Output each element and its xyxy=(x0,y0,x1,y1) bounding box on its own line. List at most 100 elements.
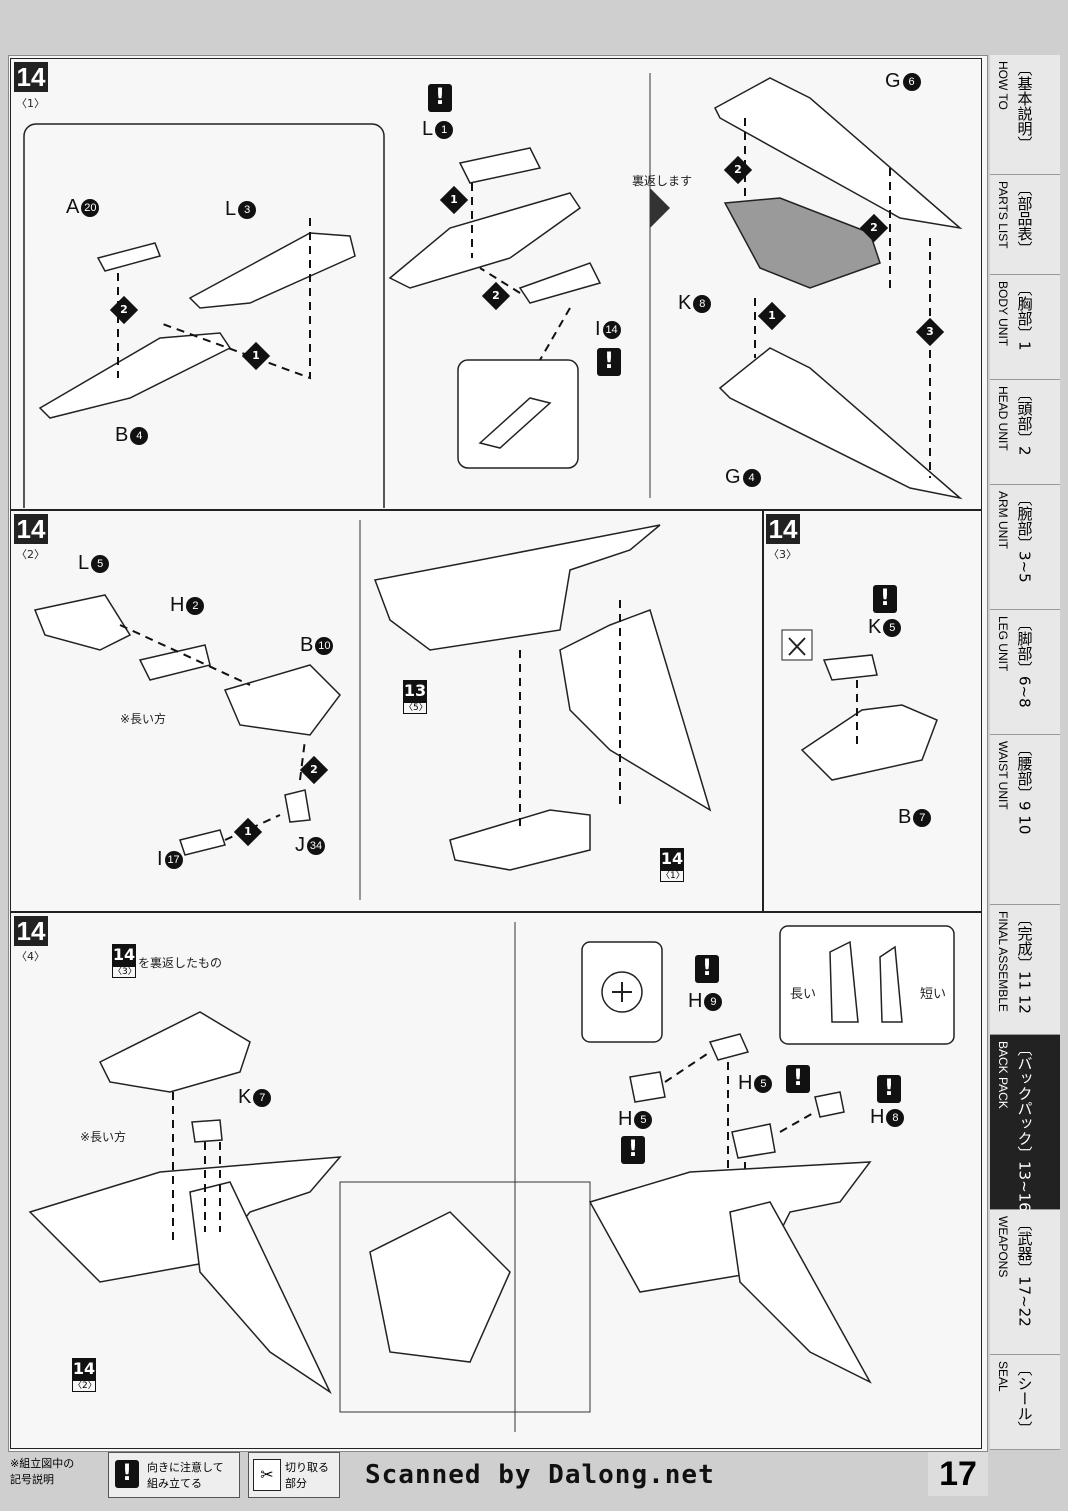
tab-leg-unit[interactable]: 〔脚部〕6~8 LEG UNIT xyxy=(990,610,1060,735)
nipper-icon: ✂ xyxy=(253,1459,281,1491)
sequence-marker-2: 2 xyxy=(723,155,753,185)
panel-step-14-1 xyxy=(10,58,982,510)
tab-label-en: WAIST UNIT xyxy=(996,741,1010,810)
legend-warning: ! 向きに注意して 組み立てる xyxy=(108,1452,240,1498)
tab-label: 〔バックパック〕13~16 xyxy=(1015,1041,1034,1212)
tab-how-to[interactable]: 〔基本説明〕 HOW TO xyxy=(990,55,1060,175)
section-tabs: 〔基本説明〕 HOW TO 〔部品表〕 PARTS LIST 〔胸部〕1 BOD… xyxy=(990,55,1060,1450)
diagram-step-14-3 xyxy=(781,629,938,781)
panel-step-14-4 xyxy=(10,912,982,1449)
sequence-marker-1: 1 xyxy=(757,301,787,331)
warning-icon: ! xyxy=(695,955,719,983)
tab-label: 〔完成〕11 12 xyxy=(1015,911,1034,1014)
sequence-marker-2: 2 xyxy=(299,755,329,785)
step-number-14-4: 14 xyxy=(14,916,48,946)
warning-icon: ! xyxy=(873,585,897,613)
long-side-note: ※長い方 xyxy=(80,1130,127,1144)
tab-back-pack[interactable]: 〔バックパック〕13~16 BACK PACK xyxy=(990,1035,1060,1212)
flipped-reference-note: を裏返したもの xyxy=(138,956,223,970)
warning-icon: ! xyxy=(597,348,621,376)
step-sub-14-4: 〈4〉 xyxy=(16,950,45,963)
warning-icon: ! xyxy=(786,1065,810,1093)
long-length-label: 長い xyxy=(790,987,817,1002)
legend-title-line: 記号説明 xyxy=(10,1473,54,1486)
legend-cut-text: 切り取る xyxy=(285,1461,329,1474)
tab-parts-list[interactable]: 〔部品表〕 PARTS LIST xyxy=(990,175,1060,275)
panel-step-14-2 xyxy=(10,510,764,912)
tab-label: 〔胸部〕1 xyxy=(1015,281,1034,351)
tab-seal[interactable]: 〔シール〕 SEAL xyxy=(990,1355,1060,1450)
tab-waist-unit[interactable]: 〔腰部〕9 10 WAIST UNIT xyxy=(990,735,1060,905)
page-number: 17 xyxy=(928,1452,988,1496)
tab-weapons[interactable]: 〔武器〕17~22 WEAPONS xyxy=(990,1210,1060,1355)
tab-label: 〔基本説明〕 xyxy=(1015,61,1034,151)
sequence-marker-1: 1 xyxy=(233,817,263,847)
warning-icon: ! xyxy=(115,1460,139,1488)
legend-cut: ✂ 切り取る 部分 xyxy=(248,1452,340,1498)
legend-warning-text: 組み立てる xyxy=(147,1477,202,1490)
tab-label: 〔腕部〕3~5 xyxy=(1015,491,1034,583)
sequence-marker-1: 1 xyxy=(439,185,469,215)
step-number-14-3: 14 xyxy=(766,514,800,544)
warning-icon: ! xyxy=(428,84,452,112)
warning-icon: ! xyxy=(621,1136,645,1164)
step-sub-14-1: 〈1〉 xyxy=(16,97,45,110)
reference-step-14-1: 14〈1〉 xyxy=(660,848,685,882)
sequence-marker-2: 2 xyxy=(859,213,889,243)
panel-step-14-3 xyxy=(762,510,982,912)
diagram-step-14-2 xyxy=(33,520,712,900)
tab-final-assemble[interactable]: 〔完成〕11 12 FINAL ASSEMBLE xyxy=(990,905,1060,1035)
sequence-marker-2: 2 xyxy=(481,281,511,311)
diagram-step-14-4 xyxy=(28,922,955,1432)
legend-warning-text: 向きに注意して xyxy=(147,1461,224,1474)
tab-label: 〔部品表〕 xyxy=(1015,181,1034,256)
tab-arm-unit[interactable]: 〔腕部〕3~5 ARM UNIT xyxy=(990,485,1060,610)
reference-step-14-3: 14〈3〉 xyxy=(112,944,137,978)
sequence-marker-1: 1 xyxy=(241,341,271,371)
tab-label-en: FINAL ASSEMBLE xyxy=(996,911,1010,1012)
step-sub-14-3: 〈3〉 xyxy=(768,548,797,561)
legend-cut-text: 部分 xyxy=(285,1477,307,1490)
reference-step-13-5: 13〈5〉 xyxy=(403,680,428,714)
sequence-marker-3: 3 xyxy=(915,317,945,347)
warning-icon: ! xyxy=(877,1075,901,1103)
tab-body-unit[interactable]: 〔胸部〕1 BODY UNIT xyxy=(990,275,1060,380)
tab-label: 〔腰部〕9 10 xyxy=(1015,741,1034,835)
tab-label-en: HOW TO xyxy=(996,61,1010,110)
long-side-note: ※長い方 xyxy=(120,712,167,726)
scanner-credit: Scanned by Dalong.net xyxy=(365,1460,715,1490)
step-number-14-2: 14 xyxy=(14,514,48,544)
flip-note: 裏返します xyxy=(632,174,693,188)
tab-label: 〔脚部〕6~8 xyxy=(1015,616,1034,708)
legend-title-line: ※組立図中の xyxy=(10,1457,75,1470)
tab-label-en: WEAPONS xyxy=(996,1216,1010,1278)
legend-title: ※組立図中の 記号説明 xyxy=(10,1455,74,1487)
tab-label-en: ARM UNIT xyxy=(996,491,1010,549)
short-length-label: 短い xyxy=(920,987,947,1002)
tab-head-unit[interactable]: 〔頭部〕2 HEAD UNIT xyxy=(990,380,1060,485)
tab-label-en: PARTS LIST xyxy=(996,181,1010,249)
sequence-marker-2: 2 xyxy=(109,295,139,325)
tab-label-en: SEAL xyxy=(996,1361,1010,1392)
tab-label: 〔シール〕 xyxy=(1015,1361,1034,1436)
tab-label-en: HEAD UNIT xyxy=(996,386,1010,451)
tab-label: 〔頭部〕2 xyxy=(1015,386,1034,456)
